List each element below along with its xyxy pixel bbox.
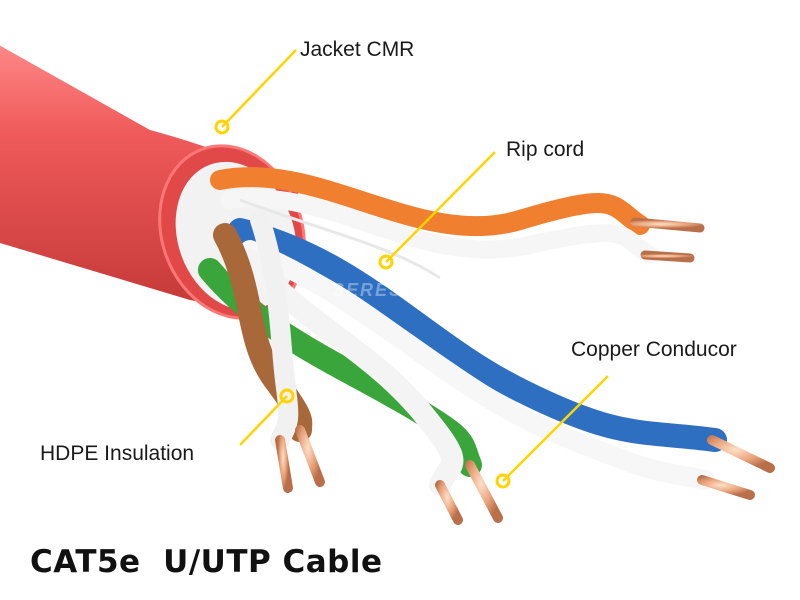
orange-pair bbox=[210, 167, 705, 264]
label-hdpe-insulation: HDPE Insulation bbox=[40, 442, 195, 465]
label-copper-conductor: Copper Conducor bbox=[571, 338, 737, 361]
callout-hdpe bbox=[239, 388, 295, 446]
callout-jacket bbox=[214, 49, 297, 135]
label-jacket-cmr: Jacket CMR bbox=[300, 38, 415, 61]
callout-copper bbox=[495, 375, 609, 489]
rip-cord bbox=[239, 198, 441, 280]
label-rip-cord: Rip cord bbox=[506, 138, 585, 161]
watermark: SERESEX bbox=[332, 280, 432, 300]
blue-pair bbox=[228, 218, 775, 500]
callout-rip-cord bbox=[378, 151, 496, 270]
cable-title: CAT5e U/UTP Cable bbox=[30, 544, 383, 580]
brown-pair bbox=[213, 210, 325, 493]
